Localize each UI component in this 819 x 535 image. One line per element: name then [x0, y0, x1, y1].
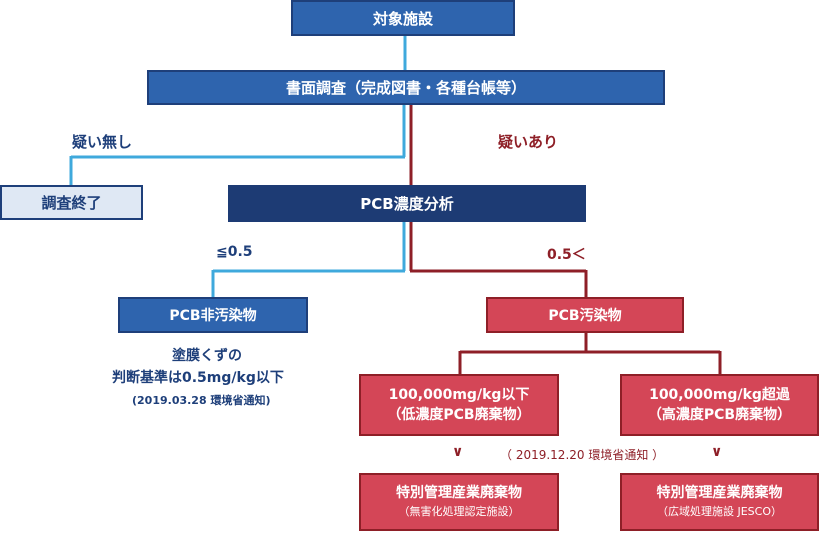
- high-concentration-line2: （高濃度PCB廃棄物）: [647, 407, 792, 423]
- special-waste-right-sub: （広域処理施設 JESCO）: [656, 505, 782, 519]
- paint-criteria-note: (2019.03.28 環境省通知): [132, 394, 271, 407]
- notice-2019-12-label: （ 2019.12.20 環境省通知 ）: [500, 448, 665, 462]
- doubt-label: 疑いあり: [498, 133, 559, 151]
- contaminated-box: PCB汚染物: [486, 297, 684, 333]
- survey-end-box: 調査終了: [0, 185, 143, 220]
- high-concentration-line1: 100,000mg/kg超過: [649, 386, 790, 403]
- low-concentration-line1: 100,000mg/kg以下: [388, 386, 530, 403]
- pcb-analysis-box: PCB濃度分析: [228, 185, 586, 222]
- pcb-analysis-label: PCB濃度分析: [360, 195, 454, 213]
- high-concentration-box: 100,000mg/kg超過 （高濃度PCB廃棄物）: [620, 374, 819, 436]
- chevron-left-icon: ∨: [452, 444, 464, 460]
- le-threshold-label: ≦0.5: [216, 244, 253, 260]
- non-contaminated-box: PCB非汚染物: [118, 297, 308, 333]
- paint-criteria-line1: 塗膜くずの: [172, 348, 242, 364]
- target-facility-box: 対象施設: [291, 0, 515, 36]
- low-concentration-box: 100,000mg/kg以下 （低濃度PCB廃棄物）: [359, 374, 559, 436]
- chevron-right-icon: ∨: [711, 444, 723, 460]
- special-waste-right-box: 特別管理産業廃棄物 （広域処理施設 JESCO）: [620, 473, 819, 531]
- non-contaminated-label: PCB非汚染物: [169, 308, 257, 324]
- low-concentration-line2: （低濃度PCB廃棄物）: [387, 407, 531, 423]
- special-waste-left-sub: （無害化処理認定施設）: [398, 505, 520, 519]
- paint-criteria-line2: 判断基準は0.5mg/kg以下: [112, 370, 284, 386]
- special-waste-left-box: 特別管理産業廃棄物 （無害化処理認定施設）: [359, 473, 559, 531]
- target-facility-label: 対象施設: [372, 9, 433, 28]
- special-waste-right-label: 特別管理産業廃棄物: [656, 485, 783, 502]
- gt-threshold-label: 0.5＜: [547, 247, 586, 263]
- survey-end-label: 調査終了: [41, 194, 102, 212]
- contaminated-label: PCB汚染物: [548, 308, 622, 324]
- no-doubt-label: 疑い無し: [72, 133, 133, 151]
- document-survey-box: 書面調査（完成図書・各種台帳等）: [147, 70, 665, 105]
- document-survey-label: 書面調査（完成図書・各種台帳等）: [285, 79, 526, 97]
- special-waste-left-label: 特別管理産業廃棄物: [396, 485, 522, 502]
